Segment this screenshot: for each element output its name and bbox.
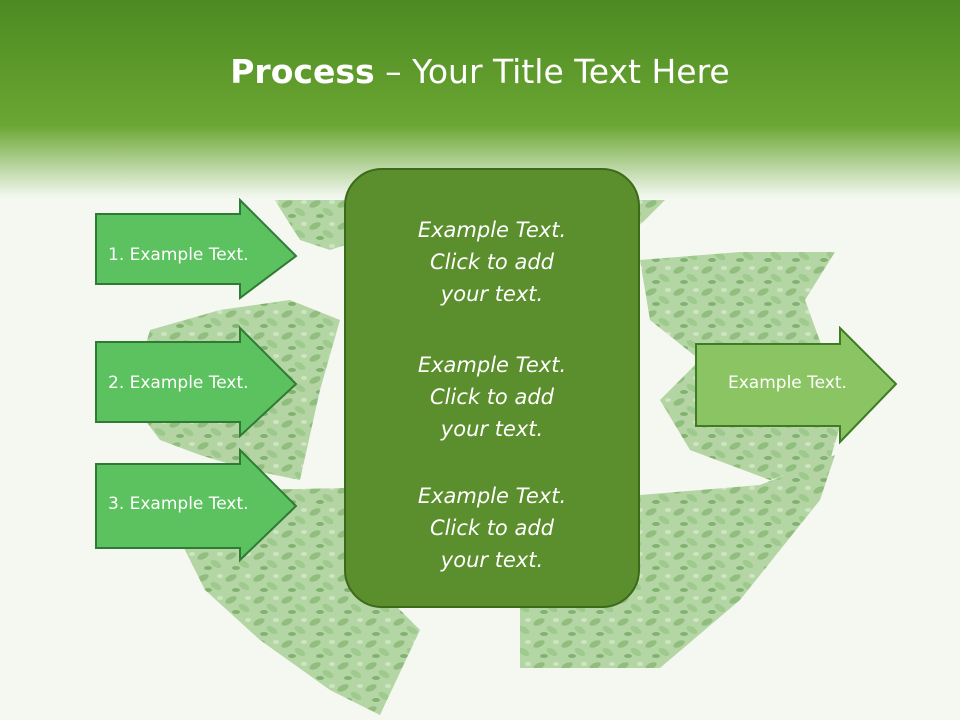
right-arrow[interactable] xyxy=(694,326,900,446)
block-1-line-3: your text. xyxy=(440,282,544,306)
left-arrow-3-label: 3. Example Text. xyxy=(108,494,249,514)
center-text-block-1: Example Text. Click to add your text. xyxy=(346,214,638,310)
header-band xyxy=(0,0,960,200)
center-text-block-2: Example Text. Click to add your text. xyxy=(346,349,638,445)
block-3-line-2: Click to add xyxy=(429,516,554,540)
slide-title[interactable]: Process – Your Title Text Here xyxy=(0,52,960,91)
center-text-block-3: Example Text. Click to add your text. xyxy=(346,480,638,576)
block-1-line-1: Example Text. xyxy=(417,218,567,242)
block-3-line-1: Example Text. xyxy=(417,484,567,508)
block-2-line-3: your text. xyxy=(440,417,544,441)
center-text-box[interactable]: Example Text. Click to add your text. Ex… xyxy=(344,168,640,608)
block-2-line-2: Click to add xyxy=(429,385,554,409)
title-bold: Process xyxy=(230,52,375,91)
left-arrow-1-label: 1. Example Text. xyxy=(108,245,249,265)
left-arrow-1[interactable] xyxy=(94,198,300,302)
block-3-line-3: your text. xyxy=(440,548,544,572)
left-arrow-3[interactable] xyxy=(94,448,300,564)
left-arrow-2-label: 2. Example Text. xyxy=(108,373,249,393)
block-1-line-2: Click to add xyxy=(429,250,554,274)
left-arrow-2[interactable] xyxy=(94,326,300,438)
block-2-line-1: Example Text. xyxy=(417,353,567,377)
right-arrow-label: Example Text. xyxy=(728,373,847,393)
title-rest: – Your Title Text Here xyxy=(374,52,730,91)
